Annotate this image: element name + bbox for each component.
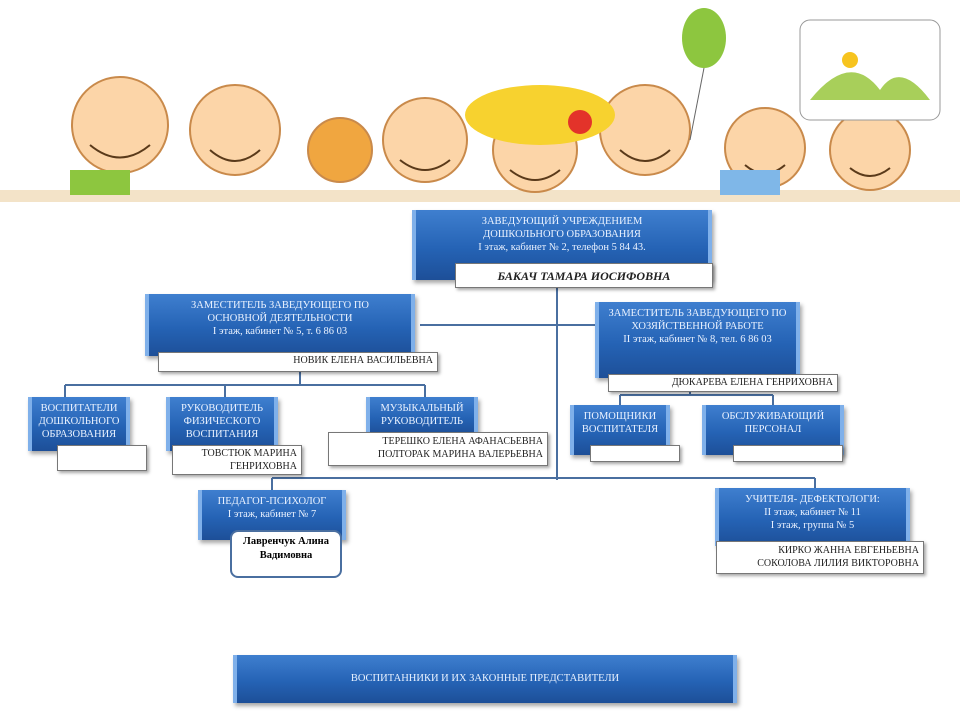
psychologist-info: I этаж, кабинет № 7 — [227, 509, 317, 520]
deputy-household-name: ДЮКАРЕВА ЕЛЕНА ГЕНРИХОВНА — [608, 374, 838, 392]
deputy-household-box: ЗАМЕСТИТЕЛЬ ЗАВЕДУЮЩЕГО ПО ХОЗЯЙСТВЕННОЙ… — [595, 302, 800, 378]
pupils-box: ВОСПИТАННИКИ И ИХ ЗАКОННЫЕ ПРЕДСТАВИТЕЛИ — [233, 655, 737, 703]
pe-head-title: РУКОВОДИТЕЛЬ ФИЗИЧЕСКОГО ВОСПИТАНИЯ — [181, 403, 263, 440]
assistants-title: ПОМОЩНИКИ ВОСПИТАТЕЛЯ — [581, 411, 659, 435]
deputy-main-title: ЗАМЕСТИТЕЛЬ ЗАВЕДУЮЩЕГО ПО ОСНОВНОЙ ДЕЯТ… — [190, 300, 370, 324]
deputy-main-info: I этаж, кабинет № 5, т. 6 86 03 — [212, 326, 348, 337]
music-head-names: ТЕРЕШКО ЕЛЕНА АФАНАСЬЕВНА ПОЛТОРАК МАРИН… — [328, 432, 548, 466]
music-head-box: МУЗЫКАЛЬНЫЙ РУКОВОДИТЕЛЬ — [366, 397, 478, 435]
defectologists-name-2: СОКОЛОВА ЛИЛИЯ ВИКТОРОВНА — [757, 558, 919, 569]
deputy-main-name: НОВИК ЕЛЕНА ВАСИЛЬЕВНА — [158, 352, 438, 372]
educators-box: ВОСПИТАТЕЛИ ДОШКОЛЬНОГО ОБРАЗОВАНИЯ — [28, 397, 130, 451]
pe-head-box: РУКОВОДИТЕЛЬ ФИЗИЧЕСКОГО ВОСПИТАНИЯ — [166, 397, 278, 451]
deputy-household-title: ЗАМЕСТИТЕЛЬ ЗАВЕДУЮЩЕГО ПО ХОЗЯЙСТВЕННОЙ… — [608, 308, 787, 332]
music-head-name-1: ТЕРЕШКО ЕЛЕНА АФАНАСЬЕВНА — [382, 436, 543, 447]
deputy-main-box: ЗАМЕСТИТЕЛЬ ЗАВЕДУЮЩЕГО ПО ОСНОВНОЙ ДЕЯТ… — [145, 294, 415, 356]
educators-title: ВОСПИТАТЕЛИ ДОШКОЛЬНОГО ОБРАЗОВАНИЯ — [38, 403, 120, 440]
music-head-name-2: ПОЛТОРАК МАРИНА ВАЛЕРЬЕВНА — [377, 449, 543, 460]
head-name: БАКАЧ ТАМАРА ИОСИФОВНА — [455, 263, 713, 288]
defectologists-title: УЧИТЕЛЯ- ДЕФЕКТОЛОГИ: — [745, 494, 880, 505]
head-title: ЗАВЕДУЮЩИЙ УЧРЕЖДЕНИЕМ ДОШКОЛЬНОГО ОБРАЗ… — [481, 216, 643, 240]
defectologists-info-1: II этаж, кабинет № 11 — [764, 507, 861, 518]
defectologists-info-2: I этаж, группа № 5 — [770, 520, 855, 531]
service-title: ОБСЛУЖИВАЮЩИЙ ПЕРСОНАЛ — [721, 411, 825, 435]
psychologist-title: ПЕДАГОГ-ПСИХОЛОГ — [217, 496, 327, 507]
head-info: I этаж, кабинет № 2, телефон 5 84 43. — [478, 242, 646, 253]
music-head-title: МУЗЫКАЛЬНЫЙ РУКОВОДИТЕЛЬ — [380, 403, 464, 427]
defectologists-name-1: КИРКО ЖАННА ЕВГЕНЬЕВНА — [778, 545, 919, 556]
assistants-name — [590, 445, 680, 462]
cartoon-children-banner — [0, 8, 960, 202]
defectologists-names: КИРКО ЖАННА ЕВГЕНЬЕВНА СОКОЛОВА ЛИЛИЯ ВИ… — [716, 541, 924, 574]
deputy-household-info: II этаж, кабинет № 8, тел. 6 86 03 — [623, 334, 772, 345]
service-name — [733, 445, 843, 462]
pupils-title: ВОСПИТАННИКИ И ИХ ЗАКОННЫЕ ПРЕДСТАВИТЕЛИ — [350, 673, 620, 684]
pe-head-name: ТОВСТЮК МАРИНА ГЕНРИХОВНА — [172, 445, 302, 475]
defectologists-box: УЧИТЕЛЯ- ДЕФЕКТОЛОГИ: II этаж, кабинет №… — [715, 488, 910, 546]
psychologist-name: Лавренчук Алина Вадимовна — [230, 530, 342, 578]
educators-name — [57, 445, 147, 471]
